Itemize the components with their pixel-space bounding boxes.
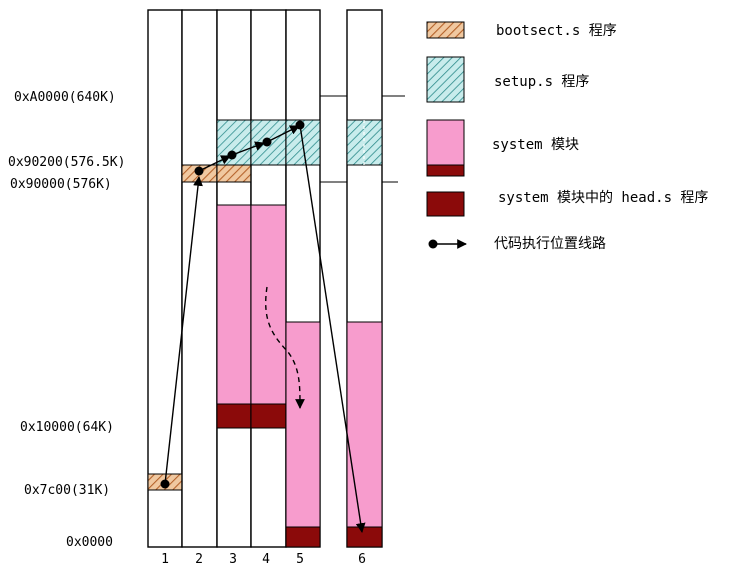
head-block bbox=[216, 403, 252, 429]
legend-item-path: 代码执行位置线路 bbox=[428, 236, 606, 252]
legend-label-setup: setup.s 程序 bbox=[494, 74, 589, 90]
head-block bbox=[285, 526, 321, 548]
path-dot bbox=[160, 479, 170, 489]
column-5 bbox=[285, 9, 321, 548]
column-label-4: 4 bbox=[262, 552, 270, 567]
legend-label-bootsect: bootsect.s 程序 bbox=[496, 23, 617, 39]
address-label-576-5k: 0x90200(576.5K) bbox=[8, 155, 125, 170]
legend-swatch-system bbox=[426, 119, 465, 166]
dashed-move-arrow bbox=[265, 286, 305, 409]
head-block bbox=[250, 403, 287, 429]
address-label-31k: 0x7c00(31K) bbox=[24, 483, 110, 498]
column-label-2: 2 bbox=[195, 552, 203, 567]
legend-swatch-bootsect bbox=[426, 21, 465, 39]
legend-item-system: system 模块 bbox=[426, 119, 579, 177]
legend-label-system: system 模块 bbox=[492, 137, 579, 153]
column-label-3: 3 bbox=[229, 552, 237, 567]
path-dot bbox=[227, 150, 237, 160]
column-3 bbox=[216, 9, 252, 548]
legend-swatch-system-head bbox=[426, 164, 465, 177]
column-6 bbox=[346, 9, 383, 548]
legend: bootsect.s 程序 setup.s 程序 system 模块 syste… bbox=[426, 21, 708, 252]
legend-swatch-head bbox=[426, 191, 465, 217]
system-block bbox=[250, 204, 287, 405]
column-4 bbox=[250, 9, 287, 548]
system-block bbox=[216, 204, 252, 405]
column-label-6: 6 bbox=[358, 552, 366, 567]
column-label-5: 5 bbox=[296, 552, 304, 567]
execution-path bbox=[164, 124, 366, 533]
address-label-64k: 0x10000(64K) bbox=[20, 420, 114, 435]
legend-label-path: 代码执行位置线路 bbox=[494, 236, 606, 252]
system-block bbox=[346, 321, 383, 528]
legend-swatch-setup bbox=[426, 56, 465, 103]
path-dot bbox=[262, 137, 272, 147]
legend-label-head: system 模块中的 head.s 程序 bbox=[498, 190, 708, 206]
address-label-zero: 0x0000 bbox=[66, 535, 113, 550]
path-dots bbox=[160, 120, 305, 489]
address-label-640k: 0xA0000(640K) bbox=[14, 90, 116, 105]
system-block bbox=[285, 321, 321, 528]
path-dot bbox=[194, 166, 204, 176]
path-dot bbox=[295, 120, 305, 130]
legend-item-head: system 模块中的 head.s 程序 bbox=[426, 190, 708, 217]
column-label-1: 1 bbox=[161, 552, 169, 567]
head-block bbox=[346, 526, 383, 548]
column-1 bbox=[147, 9, 183, 548]
address-label-576k: 0x90000(576K) bbox=[10, 177, 112, 192]
legend-item-bootsect: bootsect.s 程序 bbox=[426, 21, 617, 39]
legend-item-setup: setup.s 程序 bbox=[426, 56, 589, 103]
bootsect-block bbox=[216, 164, 252, 183]
